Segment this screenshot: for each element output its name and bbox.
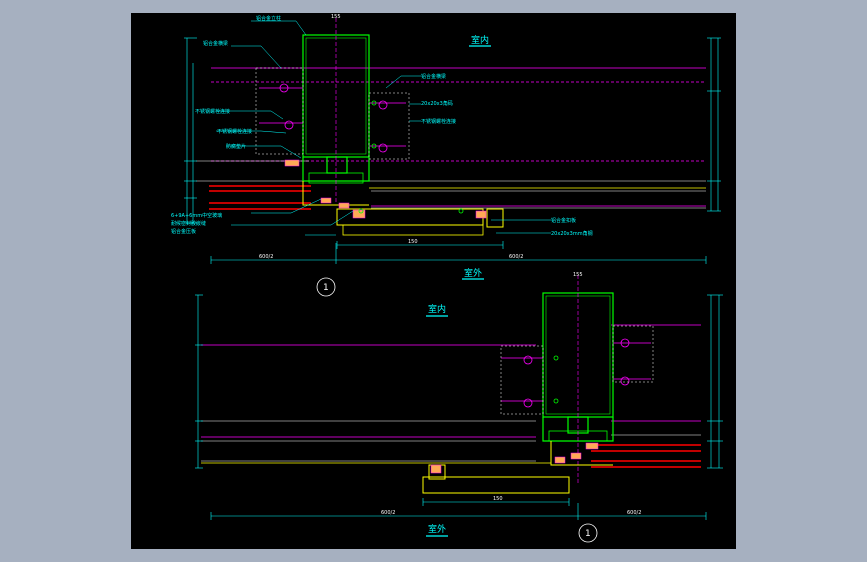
dim-bottom-right: 600/2 — [627, 510, 641, 516]
note-bolt-a: 不锈钢螺栓连接 — [195, 108, 230, 115]
note-cover-cap: 铝合金扣板 — [551, 217, 576, 224]
top-leaders — [216, 20, 551, 234]
top-section: 铝合金立柱 铝合金横梁 铝合金横梁 不锈钢螺栓连接 20x20x3角码 不锈钢螺… — [171, 14, 721, 297]
top-left-dimensions — [184, 37, 197, 224]
top-red-glass-lines — [209, 185, 311, 210]
top-bottom-dimensions — [210, 234, 707, 264]
top-exterior-label: 室外 — [464, 267, 482, 279]
bottom-detail-number: 1 — [585, 529, 591, 539]
note-angle-steel: 20x20x3mm角钢 — [551, 230, 593, 237]
note-bolt-c: 不锈钢螺栓连接 — [217, 128, 252, 135]
dim-top-plate: 150 — [408, 239, 418, 245]
cad-viewport[interactable]: 铝合金立柱 铝合金横梁 铝合金横梁 不锈钢螺栓连接 20x20x3角码 不锈钢螺… — [131, 13, 736, 549]
bottom-bolts — [500, 325, 654, 415]
bottom-bottom-dimensions — [210, 498, 707, 520]
bottom-detail-marker: 1 — [578, 523, 598, 543]
top-detail-marker: 1 — [316, 277, 336, 297]
note-mullion: 铝合金立柱 — [256, 15, 281, 22]
bottom-magenta-lines — [201, 324, 701, 438]
note-pressure-plate: 铝合金压板 — [171, 228, 196, 235]
note-washer: 防腐垫片 — [226, 143, 246, 150]
top-detail-number: 1 — [323, 283, 329, 293]
dim-top-right: 600/2 — [509, 254, 523, 260]
bottom-exterior-label: 室外 — [428, 523, 446, 535]
note-sealant: 耐候密封胶嵌缝 — [171, 220, 206, 227]
bottom-right-dimensions — [707, 294, 723, 469]
top-bolts — [255, 67, 464, 214]
top-notes: 铝合金立柱 铝合金横梁 铝合金横梁 不锈钢螺栓连接 20x20x3角码 不锈钢螺… — [171, 15, 593, 237]
top-gaskets — [284, 159, 487, 219]
bottom-transom — [422, 441, 613, 494]
bottom-mullion — [542, 275, 614, 483]
note-transom-b: 铝合金横梁 — [421, 73, 446, 80]
dim-bottom-plate: 150 — [493, 496, 503, 502]
note-bolt-b: 不锈钢螺栓连接 — [421, 118, 456, 125]
bottom-interior-label: 室内 — [428, 303, 446, 315]
top-mullion — [302, 18, 370, 203]
bottom-red-glass-lines — [591, 444, 701, 468]
note-angle-clip: 20x20x3角码 — [421, 100, 453, 107]
note-glass: 6+9A+6mm中空玻璃 — [171, 212, 222, 219]
dim-top-left: 600/2 — [259, 254, 273, 260]
bottom-section: 600/2 600/2 150 155 室内 室外 1 — [195, 272, 723, 543]
bottom-white-lines — [201, 420, 701, 462]
bottom-gaskets — [430, 442, 599, 474]
note-transom-a: 铝合金横梁 — [203, 40, 228, 47]
top-interior-label: 室内 — [471, 34, 489, 46]
dim-bottom-mullion: 155 — [573, 272, 583, 278]
top-right-dimensions — [707, 37, 721, 212]
curtain-wall-section-drawing: 铝合金立柱 铝合金横梁 铝合金横梁 不锈钢螺栓连接 20x20x3角码 不锈钢螺… — [171, 14, 723, 543]
dim-top-mullion: 155 — [331, 14, 341, 20]
bottom-left-dimensions — [195, 294, 203, 469]
top-white-lines — [196, 160, 706, 209]
dim-bottom-left: 600/2 — [381, 510, 395, 516]
